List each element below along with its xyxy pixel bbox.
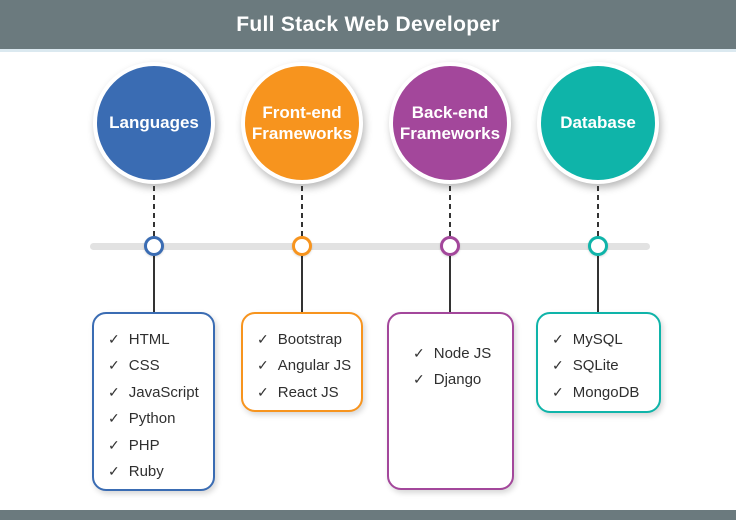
topic-label: Database [560, 113, 636, 133]
timeline-node [144, 236, 164, 256]
check-icon: ✓ [108, 330, 120, 347]
dashed-connector [597, 186, 599, 236]
list-item-label: MySQL [572, 330, 623, 348]
topic-circle-backend: Back-end Frameworks [389, 62, 511, 184]
list-item: ✓ Node JS [413, 340, 506, 367]
topic-circle-languages: Languages [93, 62, 215, 184]
check-icon: ✓ [108, 410, 120, 427]
list-item: ✓ JavaScript [108, 379, 207, 406]
check-icon: ✓ [413, 371, 425, 388]
check-icon: ✓ [108, 436, 120, 453]
list-item: ✓ Django [413, 367, 506, 394]
check-icon: ✓ [552, 357, 564, 374]
items-card-backend: ✓ Node JS ✓ Django [387, 312, 514, 490]
items-card-languages: ✓ HTML ✓ CSS ✓ JavaScript ✓ Python ✓ PHP… [92, 312, 215, 491]
list-item-label: Angular JS [277, 357, 352, 375]
items-card-frontend: ✓ Bootstrap ✓ Angular JS ✓ React JS [241, 312, 363, 412]
dashed-connector [153, 186, 155, 236]
list-item: ✓ Python [108, 406, 207, 433]
list-item: ✓ CSS [108, 353, 207, 380]
page-title: Full Stack Web Developer [236, 12, 500, 36]
solid-connector [597, 256, 599, 312]
dashed-connector [449, 186, 451, 236]
check-icon: ✓ [257, 357, 269, 374]
list-item-label: Bootstrap [277, 330, 342, 348]
list-item-label: PHP [128, 436, 160, 454]
check-icon: ✓ [552, 330, 564, 347]
timeline-node [292, 236, 312, 256]
timeline-node [440, 236, 460, 256]
list-item-label: Django [433, 371, 482, 389]
list-item-label: Python [128, 410, 176, 428]
solid-connector [153, 256, 155, 312]
list-item: ✓ Angular JS [257, 353, 355, 380]
check-icon: ✓ [108, 383, 120, 400]
check-icon: ✓ [413, 344, 425, 361]
check-icon: ✓ [552, 383, 564, 400]
list-item-label: Ruby [128, 463, 164, 481]
topic-label: Back-end Frameworks [399, 102, 501, 143]
list-item: ✓ Bootstrap [257, 326, 355, 353]
title-bar: Full Stack Web Developer [0, 0, 736, 52]
list-item: ✓ MySQL [552, 326, 653, 353]
list-item: ✓ HTML [108, 326, 207, 353]
check-icon: ✓ [108, 463, 120, 480]
timeline-bar [90, 243, 650, 250]
solid-connector [449, 256, 451, 312]
list-item-label: HTML [128, 330, 170, 348]
check-icon: ✓ [257, 330, 269, 347]
solid-connector [301, 256, 303, 312]
items-card-database: ✓ MySQL ✓ SQLite ✓ MongoDB [536, 312, 661, 413]
topic-label: Languages [109, 113, 199, 133]
list-item-label: JavaScript [128, 383, 199, 401]
topic-label: Front-end Frameworks [251, 102, 353, 143]
list-item-label: Node JS [433, 344, 492, 362]
list-item: ✓ React JS [257, 379, 355, 406]
list-item: ✓ SQLite [552, 353, 653, 380]
list-item-label: CSS [128, 357, 160, 375]
list-item-label: React JS [277, 383, 339, 401]
timeline-node [588, 236, 608, 256]
check-icon: ✓ [257, 383, 269, 400]
list-item: ✓ Ruby [108, 459, 207, 486]
list-item: ✓ MongoDB [552, 379, 653, 406]
list-item: ✓ PHP [108, 432, 207, 459]
topic-circle-database: Database [537, 62, 659, 184]
list-item-label: MongoDB [572, 383, 640, 401]
check-icon: ✓ [108, 357, 120, 374]
list-item-label: SQLite [572, 357, 619, 375]
dashed-connector [301, 186, 303, 236]
topic-circle-frontend: Front-end Frameworks [241, 62, 363, 184]
footer-strip [0, 510, 736, 520]
